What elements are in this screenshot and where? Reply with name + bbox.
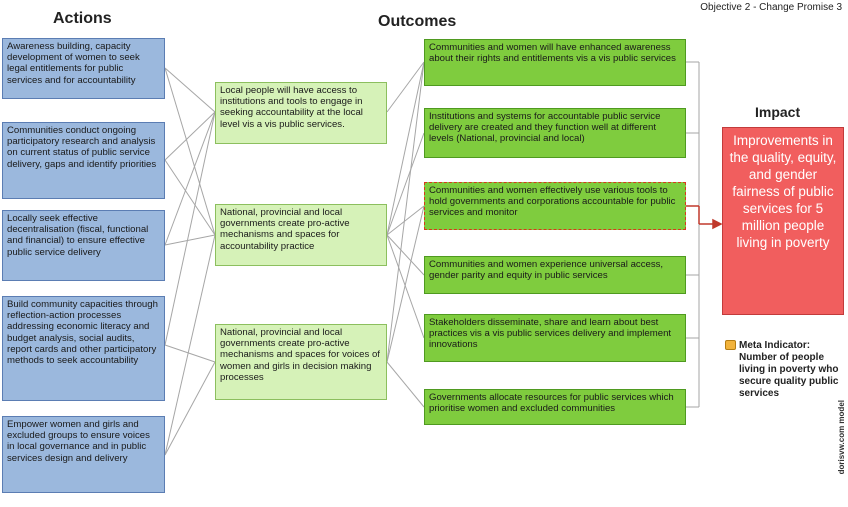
connector — [164, 111, 216, 161]
meta-indicator-text: Number of people living in poverty who s… — [739, 352, 839, 399]
meta-indicator: Meta Indicator: Number of people living … — [725, 340, 840, 400]
corner-label: Objective 2 - Change Promise 3 — [700, 2, 842, 13]
intermediate-box-access: Local people will have access to institu… — [215, 82, 387, 144]
connector — [164, 67, 216, 236]
action-box-empower: Empower women and girls and excluded gro… — [2, 416, 165, 493]
watermark: dorisvw.com model — [837, 400, 846, 475]
action-box-research: Communities conduct ongoing participator… — [2, 122, 165, 199]
connector — [386, 234, 425, 339]
actions-header: Actions — [53, 10, 112, 27]
connector — [386, 61, 425, 363]
arrowhead — [712, 218, 723, 230]
connector — [164, 111, 216, 346]
outcome-box-tools: Communities and women effectively use va… — [424, 182, 686, 230]
action-box-capacities: Build community capacities through refle… — [2, 296, 165, 401]
connector — [386, 61, 425, 113]
meta-indicator-label: Meta Indicator: — [739, 340, 811, 351]
connector — [386, 132, 425, 236]
outcome-box-access: Communities and women experience univers… — [424, 256, 686, 294]
connector — [164, 361, 216, 456]
connector — [386, 205, 425, 363]
outcome-box-awareness: Communities and women will have enhanced… — [424, 39, 686, 86]
indicator-icon — [725, 340, 736, 351]
intermediate-box-mechanisms: National, provincial and local governmen… — [215, 204, 387, 266]
connector — [164, 344, 216, 363]
outcome-box-resources: Governments allocate resources for publi… — [424, 389, 686, 425]
connector — [164, 234, 216, 246]
impact-header: Impact — [755, 104, 801, 120]
outcomes-header: Outcomes — [378, 13, 457, 30]
connector — [164, 67, 216, 113]
connector — [164, 111, 216, 246]
connector — [386, 234, 425, 276]
connector — [164, 159, 216, 236]
action-box-awareness: Awareness building, capacity development… — [2, 38, 165, 99]
connector — [386, 205, 425, 236]
outcome-box-institutions: Institutions and systems for accountable… — [424, 108, 686, 158]
connector — [164, 234, 216, 456]
action-box-decentralisation: Locally seek effective decentralisation … — [2, 210, 165, 281]
impact-box: Improvements in the quality, equity, and… — [722, 127, 844, 315]
connector — [386, 61, 425, 236]
outcome-box-stakeholders: Stakeholders disseminate, share and lear… — [424, 314, 686, 362]
intermediate-box-voices: National, provincial and local governmen… — [215, 324, 387, 400]
connector — [386, 361, 425, 408]
